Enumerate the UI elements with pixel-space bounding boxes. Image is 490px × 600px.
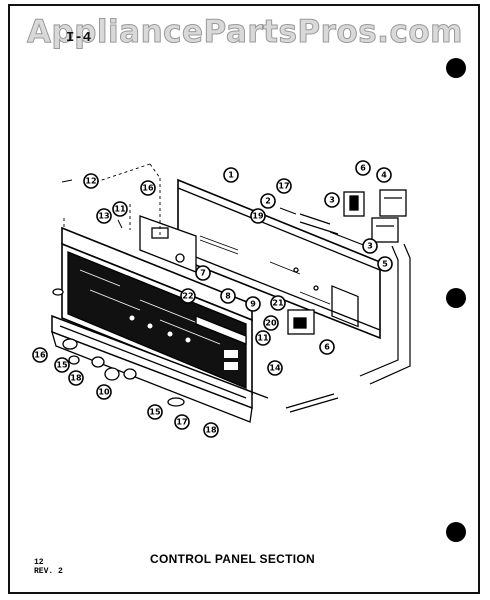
callout-10: 10	[96, 384, 112, 400]
callout-22: 22	[180, 288, 196, 304]
callout-15b: 15	[147, 404, 163, 420]
callout-11a: 11	[112, 201, 128, 217]
callout-12: 12	[83, 173, 99, 189]
callout-14: 14	[267, 360, 283, 376]
svg-text:21: 21	[272, 299, 284, 308]
svg-text:6: 6	[360, 164, 366, 173]
binder-hole-bottom	[446, 522, 466, 542]
svg-text:1: 1	[228, 171, 234, 180]
svg-text:5: 5	[382, 260, 388, 269]
callout-3a: 3	[324, 192, 340, 208]
callout-4: 4	[376, 167, 392, 183]
leader-lines	[63, 163, 161, 238]
callout-17a: 17	[276, 178, 292, 194]
svg-text:14: 14	[269, 364, 281, 373]
callout-9: 9	[245, 296, 261, 312]
callout-13: 13	[96, 208, 112, 224]
svg-text:19: 19	[252, 212, 264, 221]
callout-5: 5	[377, 256, 393, 272]
callout-18b: 18	[203, 422, 219, 438]
revision-label: REV. 2	[34, 567, 63, 576]
svg-text:22: 22	[182, 292, 193, 301]
callout-17b: 17	[174, 414, 190, 430]
watermark: AppliancePartsPros.com	[27, 14, 463, 51]
svg-text:6: 6	[324, 343, 330, 352]
control-knobs	[52, 288, 185, 407]
callout-21: 21	[270, 295, 286, 311]
binder-hole-top	[446, 58, 466, 78]
svg-text:4: 4	[381, 171, 387, 180]
callout-1: 1	[223, 167, 239, 183]
callout-18a: 18	[68, 370, 84, 386]
callout-20: 20	[263, 315, 279, 331]
svg-text:18: 18	[70, 374, 82, 383]
svg-text:16: 16	[34, 351, 46, 360]
svg-text:10: 10	[98, 388, 110, 397]
svg-text:16: 16	[142, 184, 154, 193]
svg-text:13: 13	[98, 212, 109, 221]
binder-hole-middle	[446, 288, 466, 308]
svg-text:8: 8	[225, 292, 231, 301]
switch-block-6-lower	[287, 309, 315, 335]
bottom-trim-rail	[51, 314, 269, 423]
svg-text:11: 11	[114, 205, 126, 214]
svg-text:17: 17	[278, 182, 289, 191]
svg-text:12: 12	[85, 177, 96, 186]
callout-6b: 6	[319, 339, 335, 355]
callout-7: 7	[195, 265, 211, 281]
svg-text:3: 3	[329, 196, 335, 205]
switch-block-5	[371, 217, 399, 243]
svg-text:17: 17	[176, 418, 187, 427]
callout-16a: 16	[140, 180, 156, 196]
screws	[61, 179, 297, 229]
svg-text:20: 20	[265, 319, 277, 328]
callout-2: 2	[260, 193, 276, 209]
callout-15a: 15	[54, 357, 70, 373]
page-number-block: 12 REV. 2	[34, 558, 63, 576]
svg-text:2: 2	[265, 197, 271, 206]
svg-text:15: 15	[56, 361, 68, 370]
wire-leads	[285, 213, 411, 413]
svg-text:18: 18	[205, 426, 217, 435]
callout-8: 8	[220, 288, 236, 304]
diagram-frame	[8, 4, 480, 594]
diagram-caption: CONTROL PANEL SECTION	[150, 552, 315, 566]
switch-block-4	[379, 189, 407, 217]
switch-block-6-top	[343, 191, 365, 217]
callout-11b: 11	[255, 330, 271, 346]
callout-6a: 6	[355, 160, 371, 176]
svg-text:3: 3	[367, 242, 373, 251]
front-panel	[61, 226, 253, 396]
svg-text:15: 15	[149, 408, 161, 417]
page-number: 12	[34, 558, 44, 567]
callout-19: 19	[250, 208, 266, 224]
page-code: I-4	[66, 30, 92, 46]
callout-16b: 16	[32, 347, 48, 363]
callout-3b: 3	[362, 238, 378, 254]
svg-text:7: 7	[200, 269, 206, 278]
svg-text:11: 11	[257, 334, 269, 343]
svg-text:9: 9	[250, 300, 256, 309]
